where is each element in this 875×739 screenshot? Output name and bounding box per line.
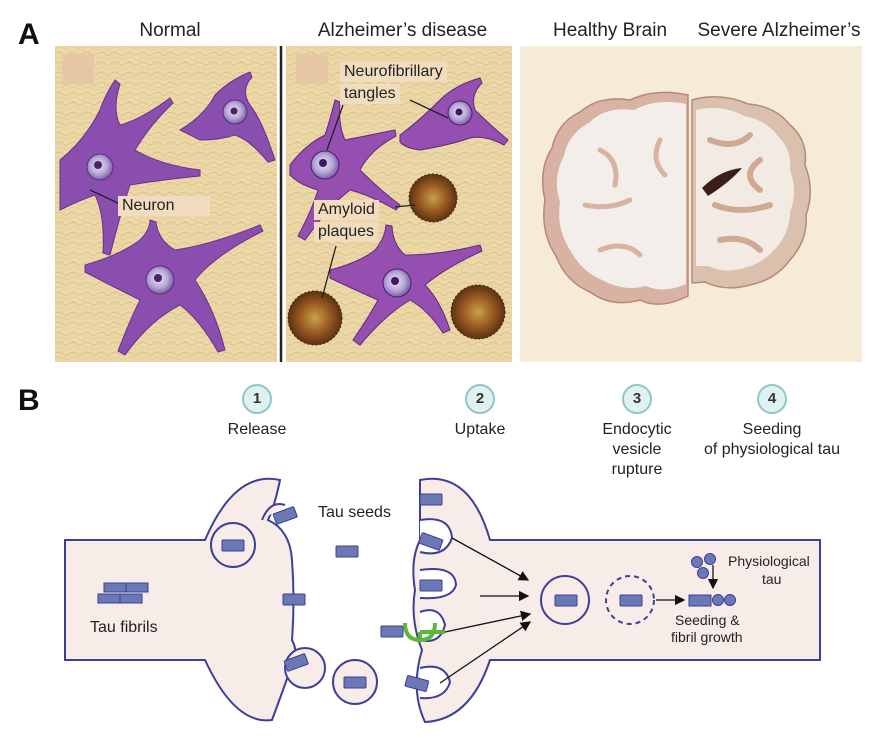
title-severe-alzheimers: Severe Alzheimer’s bbox=[697, 20, 861, 41]
tau-seeds bbox=[221, 493, 643, 692]
neuron-illustration bbox=[84, 219, 264, 356]
step-vesicle-rupture: 3 Endocytic vesicle rupture bbox=[582, 384, 692, 480]
title-healthy-brain: Healthy Brain bbox=[552, 20, 668, 41]
label-tau-seeds: Tau seeds bbox=[318, 504, 391, 521]
title-normal: Normal bbox=[139, 20, 201, 41]
step-release: 1 Release bbox=[207, 384, 307, 440]
label-seeding-line2: fibril growth bbox=[671, 629, 743, 645]
label-seeding-line1: Seeding & bbox=[675, 612, 740, 628]
label-plaques-line2: plaques bbox=[314, 222, 379, 242]
leader-line bbox=[394, 204, 416, 208]
label-swatch bbox=[62, 54, 94, 84]
step-label: Endocytic bbox=[602, 421, 672, 438]
neuron-illustration bbox=[399, 77, 509, 151]
enlarged-ventricle bbox=[702, 168, 742, 196]
step-number: 2 bbox=[465, 384, 495, 414]
label-tau-fibrils: Tau fibrils bbox=[90, 619, 158, 636]
step-uptake: 2 Uptake bbox=[430, 384, 530, 440]
label-swatch bbox=[296, 54, 328, 84]
fibril-growth bbox=[688, 594, 736, 607]
step-seeding: 4 Seeding of physiological tau bbox=[697, 384, 847, 460]
step-label: Seeding bbox=[742, 421, 802, 438]
panel-a-letter: A bbox=[18, 18, 40, 51]
leader-line bbox=[409, 99, 449, 119]
amyloid-plaque bbox=[408, 173, 458, 223]
amyloid-plaque bbox=[287, 290, 343, 346]
step-number: 1 bbox=[242, 384, 272, 414]
endocytic-pit bbox=[419, 665, 452, 700]
label-plaques-line1: Amyloid bbox=[314, 200, 379, 220]
label-physiological-line2: tau bbox=[762, 571, 782, 587]
step-number: 3 bbox=[622, 384, 652, 414]
neuron-illustration bbox=[329, 224, 483, 346]
physiological-tau bbox=[691, 553, 716, 579]
title-alzheimers: Alzheimer’s disease bbox=[317, 20, 488, 41]
label-tangles-line1: Neurofibrillary bbox=[340, 62, 447, 82]
amyloid-plaque bbox=[450, 284, 506, 340]
label-tangles-line2: tangles bbox=[340, 84, 400, 104]
leader-line bbox=[321, 245, 337, 299]
leader-line bbox=[326, 104, 344, 151]
neuron-illustration bbox=[59, 79, 201, 256]
label-neuron: Neuron bbox=[118, 196, 210, 216]
step-label: of physiological tau bbox=[703, 441, 841, 458]
receptor bbox=[403, 622, 445, 643]
brain-section-panel bbox=[520, 46, 862, 362]
step-number: 4 bbox=[757, 384, 787, 414]
tau-fibrils bbox=[97, 582, 149, 604]
step-label: rupture bbox=[611, 461, 663, 478]
step-label: Uptake bbox=[454, 421, 506, 438]
step-label: vesicle bbox=[612, 441, 662, 458]
neuron-illustration bbox=[178, 71, 276, 163]
step-label: Release bbox=[227, 421, 287, 438]
panel-b-letter: B bbox=[18, 384, 40, 417]
label-physiological-line1: Physiological bbox=[728, 553, 810, 569]
